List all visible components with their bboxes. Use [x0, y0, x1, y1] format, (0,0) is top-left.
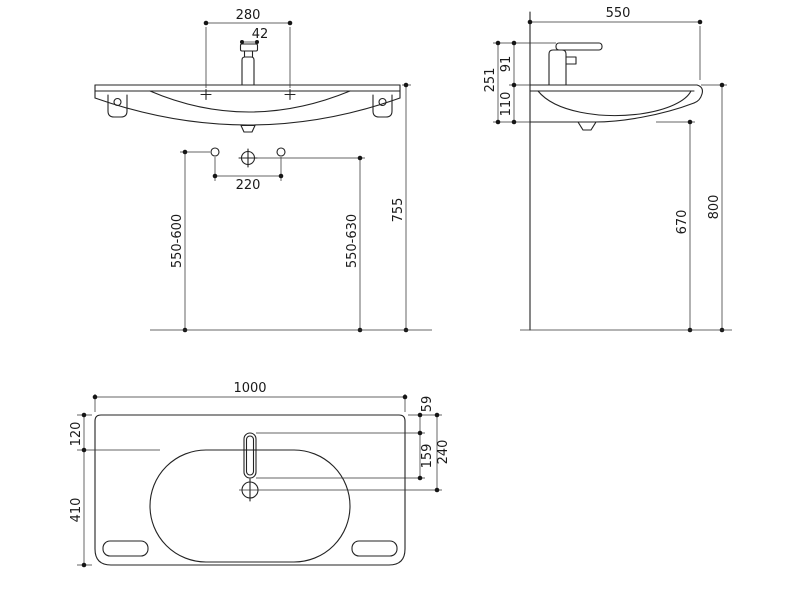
- plan-outline: [94, 414, 406, 566]
- faucet-body-side: [548, 49, 567, 86]
- dim-label-120: 120: [69, 422, 84, 447]
- plan-tap-slot-inner: [245, 435, 255, 476]
- dim-label-220: 220: [236, 178, 261, 193]
- plan-grip-slot-right: [351, 540, 398, 557]
- faucet-neck-front: [243, 50, 254, 58]
- side-front-edge: [693, 84, 703, 104]
- dim-label-42: 42: [252, 27, 269, 42]
- plan-dimension-lines: [77, 394, 442, 568]
- front-mount-symbols: [210, 147, 286, 168]
- plan-bowl: [149, 449, 351, 563]
- dim-label-110: 110: [499, 92, 514, 117]
- side-faucet: [548, 42, 603, 86]
- dim-label-91: 91: [499, 56, 514, 73]
- front-right-bracket-hole: [378, 97, 387, 107]
- dim-label-159: 159: [420, 444, 435, 469]
- side-dimension-lines: [493, 19, 732, 333]
- faucet-lever-side: [555, 42, 603, 51]
- front-tap-hole-mark-right: [284, 88, 296, 101]
- plan-grip-slot-left: [102, 540, 149, 557]
- dim-label-550-630: 550-630: [345, 214, 360, 268]
- fixing-hole-left: [210, 147, 220, 157]
- front-right-bracket: [372, 94, 393, 118]
- faucet-spout-side: [565, 56, 577, 65]
- dim-label-59: 59: [420, 396, 435, 413]
- front-faucet: [239, 43, 259, 86]
- fixing-hole-right: [276, 147, 286, 157]
- plan-view: 1000 59 159 240 120 410: [69, 381, 451, 568]
- side-drain-outlet: [577, 121, 597, 131]
- dim-label-1000: 1000: [233, 381, 266, 396]
- side-view: 550 251 91 110 670 800: [483, 6, 732, 333]
- front-dimension-lines: [150, 20, 432, 333]
- front-tap-hole-mark-left: [200, 88, 212, 101]
- dim-label-280: 280: [236, 8, 261, 23]
- faucet-body-front: [241, 56, 255, 86]
- dim-label-670: 670: [675, 210, 690, 235]
- dim-label-800: 800: [707, 195, 722, 220]
- dim-label-240: 240: [436, 440, 451, 465]
- plan-tap-slot: [243, 432, 257, 479]
- front-view: 280 42 220 550-600 550-630 755: [94, 8, 432, 333]
- dim-label-410: 410: [69, 498, 84, 523]
- side-underside: [529, 102, 695, 123]
- side-bowl-arc: [537, 90, 692, 117]
- drain-cross-front: [238, 148, 258, 168]
- front-drain-outlet: [240, 124, 256, 133]
- dim-label-550: 550: [606, 6, 631, 21]
- side-basin-outline: [529, 11, 703, 331]
- dim-label-755: 755: [391, 198, 406, 223]
- dim-label-251: 251: [483, 68, 498, 93]
- dim-label-550-600: 550-600: [170, 214, 185, 268]
- front-left-bracket-hole: [113, 97, 122, 107]
- front-left-bracket: [107, 94, 128, 118]
- faucet-lever-front: [239, 43, 259, 52]
- front-bowl-arc: [149, 90, 351, 113]
- plan-basin-outline: [94, 414, 406, 566]
- front-basin-outline: [94, 84, 401, 133]
